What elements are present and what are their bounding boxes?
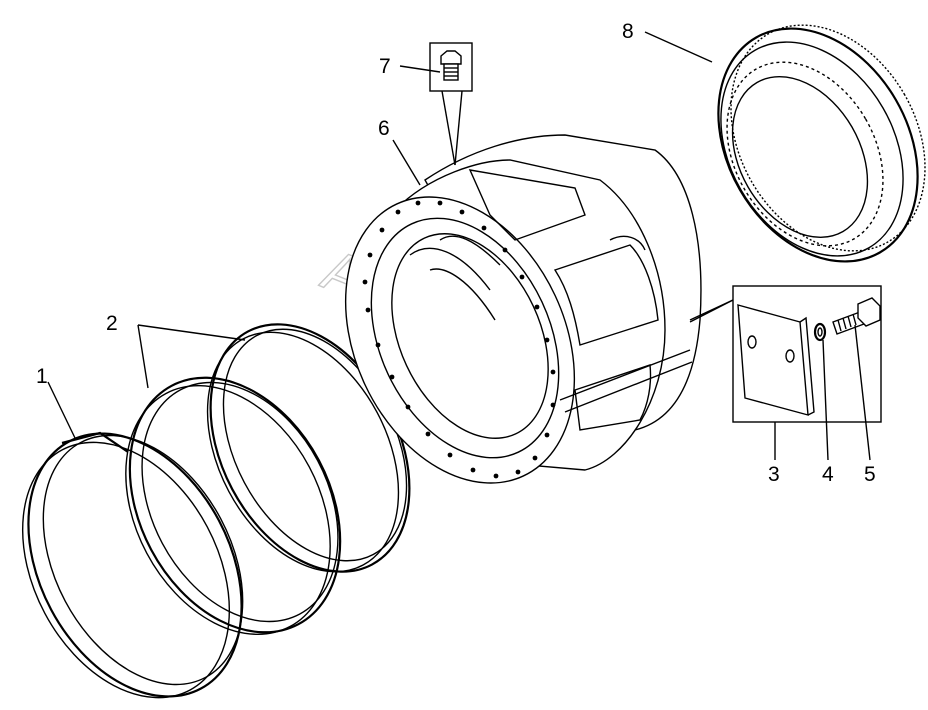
part-4-washer <box>813 322 827 342</box>
part-3-plate <box>737 304 815 416</box>
callout-2: 2 <box>106 312 118 335</box>
flange-holes <box>362 200 556 479</box>
callout-8: 8 <box>622 20 634 43</box>
part-8-ring-gear <box>717 24 926 263</box>
callout-3: 3 <box>768 463 780 486</box>
part-5-bolt <box>832 297 881 335</box>
callout-1: 1 <box>36 365 48 388</box>
callout-7: 7 <box>379 55 391 78</box>
callout-leaders <box>47 31 871 461</box>
part-7-bolt <box>429 42 473 166</box>
part-6-housing <box>344 134 702 484</box>
callout-5: 5 <box>864 463 876 486</box>
parts-3-5-frame <box>689 285 882 423</box>
callout-4: 4 <box>822 463 834 486</box>
part-2-ring-front <box>125 376 342 635</box>
callout-6: 6 <box>378 117 390 140</box>
part-1-ring <box>21 431 244 699</box>
